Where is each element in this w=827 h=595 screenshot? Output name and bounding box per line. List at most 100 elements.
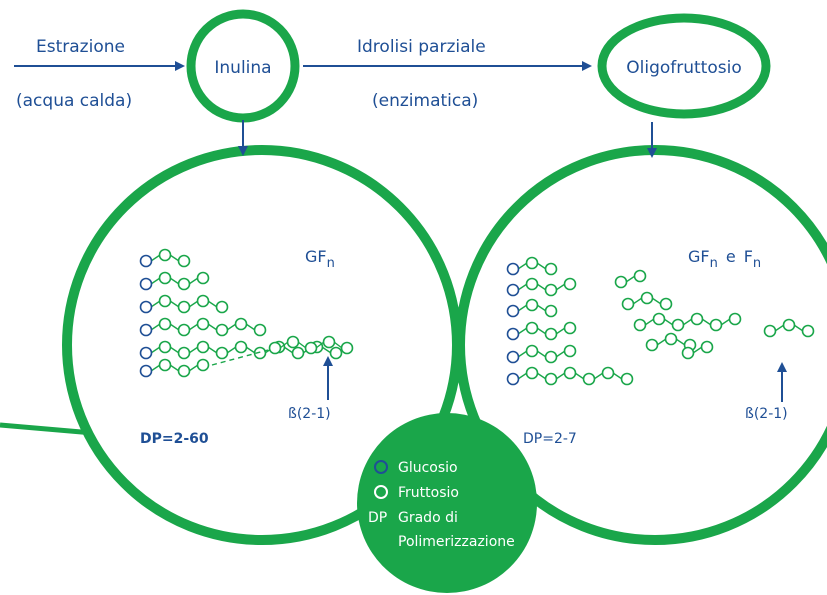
fructose-unit	[215, 346, 229, 360]
fructose-unit	[782, 318, 796, 332]
oligofruttosio-label: Oligofruttosio	[626, 58, 741, 78]
fructose-unit	[621, 297, 635, 311]
r-chain-1	[506, 256, 558, 276]
step1-sublabel: (acqua calda)	[16, 91, 132, 111]
fructose-unit	[681, 346, 695, 360]
fructose-unit	[544, 327, 558, 341]
f-chain-5	[681, 340, 714, 360]
fructose-unit	[177, 323, 191, 337]
fructose-unit	[544, 283, 558, 297]
chain-6a	[139, 358, 210, 378]
fructose-unit	[215, 323, 229, 337]
fructose-unit	[177, 346, 191, 360]
fructose-legend-icon	[374, 485, 388, 499]
dp-legend-line1: Grado di	[398, 510, 458, 526]
glucose-unit	[139, 364, 153, 378]
chain-gap	[211, 349, 269, 366]
fructose-unit	[253, 323, 267, 337]
chain-3	[139, 294, 229, 314]
fructose-unit	[544, 350, 558, 364]
glucose-unit	[506, 304, 520, 318]
r-chain-2	[506, 277, 577, 297]
glucose-unit	[506, 372, 520, 386]
fructose-unit	[158, 358, 172, 372]
fructose-unit	[234, 317, 248, 331]
fructose-unit	[652, 312, 666, 326]
dp-label-right: DP=2-7	[523, 431, 577, 447]
fructose-unit	[158, 248, 172, 262]
fructose-unit	[525, 298, 539, 312]
fructose-unit	[601, 366, 615, 380]
fructose-unit	[709, 318, 723, 332]
step1-label: Estrazione	[36, 37, 125, 57]
glucose-unit	[506, 350, 520, 364]
fructose-unit	[234, 340, 248, 354]
glucose-unit	[139, 300, 153, 314]
f-chain-6	[763, 318, 815, 338]
inulina-label: Inulina	[214, 58, 271, 78]
fructose-unit	[640, 291, 654, 305]
oligofructose-chains	[506, 256, 815, 386]
glucose-unit	[139, 323, 153, 337]
fructose-unit	[158, 317, 172, 331]
fructose-unit	[177, 254, 191, 268]
fructose-unit	[690, 312, 704, 326]
fructose-unit	[158, 271, 172, 285]
formula-gfn-left: GFn	[305, 247, 335, 271]
fructose-unit	[700, 340, 714, 354]
f-chain-3	[633, 312, 742, 332]
chain-5	[139, 340, 343, 360]
fructose-unit	[645, 338, 659, 352]
glucose-unit	[506, 262, 520, 276]
r-chain-6	[506, 366, 634, 386]
fructose-unit	[286, 335, 300, 349]
dp-label-left: DP=2-60	[140, 431, 209, 447]
r-chain-4	[506, 321, 577, 341]
r-chain-5	[506, 344, 577, 364]
fructose-unit	[544, 304, 558, 318]
fructose-unit	[158, 294, 172, 308]
fructose-unit	[563, 344, 577, 358]
f-chain-2	[621, 291, 673, 311]
fructose-unit	[544, 262, 558, 276]
fructose-unit	[196, 271, 210, 285]
fructose-unit	[304, 341, 318, 355]
fructose-unit	[196, 340, 210, 354]
fructose-unit	[340, 341, 354, 355]
glucose-unit	[139, 254, 153, 268]
glucose-unit	[139, 277, 153, 291]
fructose-unit	[614, 275, 628, 289]
fructose-unit	[763, 324, 777, 338]
r-chain-3	[506, 298, 558, 318]
fructose-unit	[329, 346, 343, 360]
glucose-legend-icon	[374, 460, 388, 474]
fructose-unit	[525, 366, 539, 380]
glucose-legend-label: Glucosio	[398, 460, 458, 476]
glucose-unit	[506, 327, 520, 341]
fructose-unit	[563, 277, 577, 291]
step2-sublabel: (enzimatica)	[372, 91, 478, 111]
fructose-unit	[196, 317, 210, 331]
bond-label-left: ß(2-1)	[288, 406, 331, 422]
chain-6b	[268, 335, 354, 355]
fructose-unit	[664, 332, 678, 346]
fructose-unit	[215, 300, 229, 314]
fructose-unit	[291, 346, 305, 360]
fructose-legend-label: Fruttosio	[398, 485, 459, 501]
fructose-unit	[322, 335, 336, 349]
fructose-unit	[582, 372, 596, 386]
fructose-unit	[671, 318, 685, 332]
fructose-unit	[196, 358, 210, 372]
oligofruttosio-node	[597, 13, 771, 119]
f-chain-1	[614, 269, 647, 289]
fructose-unit	[563, 366, 577, 380]
fructose-unit	[801, 324, 815, 338]
fructose-unit	[728, 312, 742, 326]
fructose-unit	[633, 269, 647, 283]
step2-label: Idrolisi parziale	[357, 37, 486, 57]
fructose-unit	[177, 277, 191, 291]
chain-4	[139, 317, 267, 337]
chain-1	[139, 248, 191, 268]
